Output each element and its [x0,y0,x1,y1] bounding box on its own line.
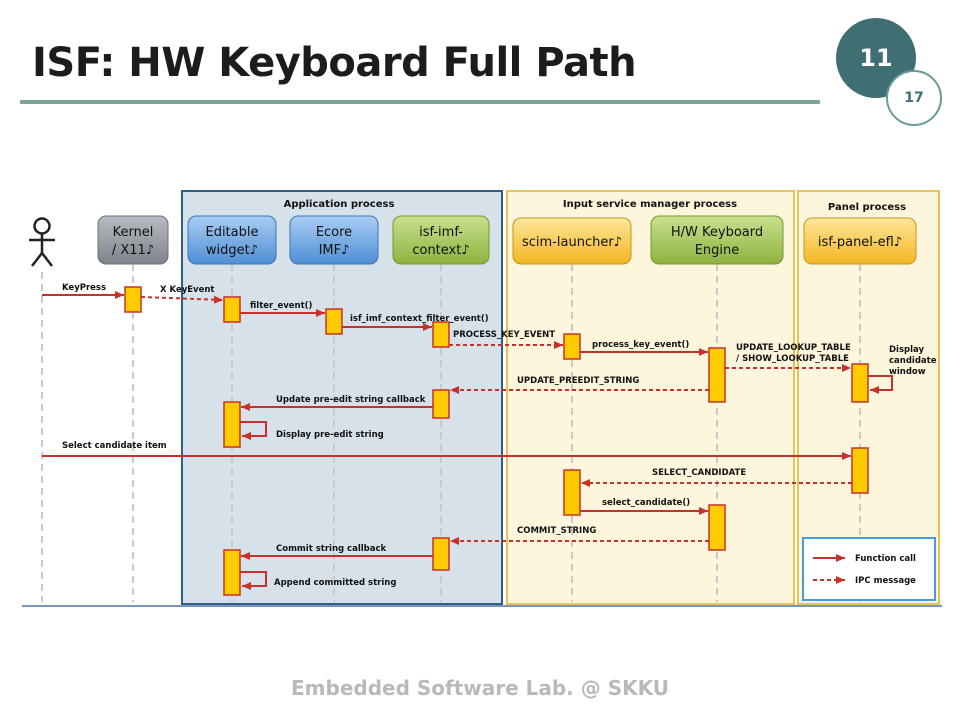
label-x-keyevent: X KeyEvent [160,285,214,295]
participant-kernel-label-2: / X11♪ [112,243,154,258]
activation-panel-2 [851,447,869,494]
label-isf-filter-event: isf_imf_context_filter_event() [350,314,489,324]
participant-hw-keyboard-engine [650,215,784,265]
label-append-committed: Append committed string [274,578,396,588]
label-update-lookup-2: / SHOW_LOOKUP_TABLE [736,354,849,364]
label-filter-event: filter_event() [250,301,313,311]
participant-isf-imf-context [392,215,490,265]
activation-scim-2 [563,469,581,516]
participant-scim-launcher [512,217,632,265]
participant-ecore-label: Ecore [316,225,352,240]
legend-ipc-label: IPC message [855,576,916,586]
activation-hwkbd-2 [708,504,726,551]
activation-isfimf-1 [432,321,450,348]
label-select-candidate: select_candidate() [602,498,690,508]
label-select-candidate-ipc: SELECT_CANDIDATE [652,468,746,478]
participant-hwkbd-label: H/W Keyboard [671,225,763,240]
label-process-key-event: process_key_event() [592,340,689,350]
label-select-candidate-item: Select candidate item [62,441,167,451]
group-label-input-service: Input service manager process [563,199,737,210]
label-preedit-callback: Update pre-edit string callback [276,395,426,405]
activation-kernel [124,286,142,313]
participant-ecore-label-2: IMF♪ [319,243,350,258]
participant-hwkbd-label-2: Engine [695,243,740,258]
label-process-key-event-ipc: PROCESS_KEY_EVENT [453,330,555,340]
user-actor-icon [29,217,55,267]
label-display-preedit: Display pre-edit string [276,430,384,440]
activation-isfimf-2 [432,389,450,419]
group-label-panel: Panel process [828,202,906,213]
page-number-badge: 17 [886,70,942,126]
activation-hwkbd-1 [708,347,726,403]
footer-lab-name: Embedded Software Lab. @ SKKU [291,676,669,700]
label-commit-callback: Commit string callback [276,544,387,554]
label-update-lookup-1: UPDATE_LOOKUP_TABLE [736,343,851,353]
activation-ecore [325,308,343,335]
participant-kernel [97,215,169,265]
label-update-preedit-string: UPDATE_PREEDIT_STRING [517,376,639,386]
activation-editable-3 [223,549,241,596]
activation-editable-2 [223,401,241,448]
participant-scim-label: scim-launcher♪ [522,235,622,250]
group-label-application: Application process [284,199,395,210]
activation-scim-1 [563,333,581,360]
label-display-candidate-2: candidate [889,356,937,366]
title-underline [20,100,820,104]
participant-kernel-label: Kernel [113,225,154,240]
label-keypress: KeyPress [62,283,106,293]
activation-panel-1 [851,363,869,403]
activation-isfimf-3 [432,537,450,571]
participant-editable-label: Editable [205,225,258,240]
arrow-display-candidate-self [868,375,893,394]
participant-ecore-imf [289,215,379,265]
participant-editable-label-2: widget♪ [206,243,258,258]
slide-title: ISF: HW Keyboard Full Path [32,40,637,86]
activation-editable-1 [223,296,241,323]
arrow-append-committed-self [240,571,267,590]
participant-isfimf-label: isf-imf- [419,225,463,240]
label-display-candidate-3: window [889,367,926,377]
label-commit-string: COMMIT_STRING [517,526,596,536]
arrow-display-preedit-self [240,421,267,440]
participant-editable-widget [187,215,277,265]
label-display-candidate-1: Display [889,345,925,355]
participant-panel-label: isf-panel-efl♪ [818,235,902,250]
participant-isf-panel-efl [803,217,917,265]
legend-function-call-label: Function call [855,554,916,564]
participant-isfimf-label-2: context♪ [412,243,469,258]
legend: Function call IPC message [802,537,936,601]
